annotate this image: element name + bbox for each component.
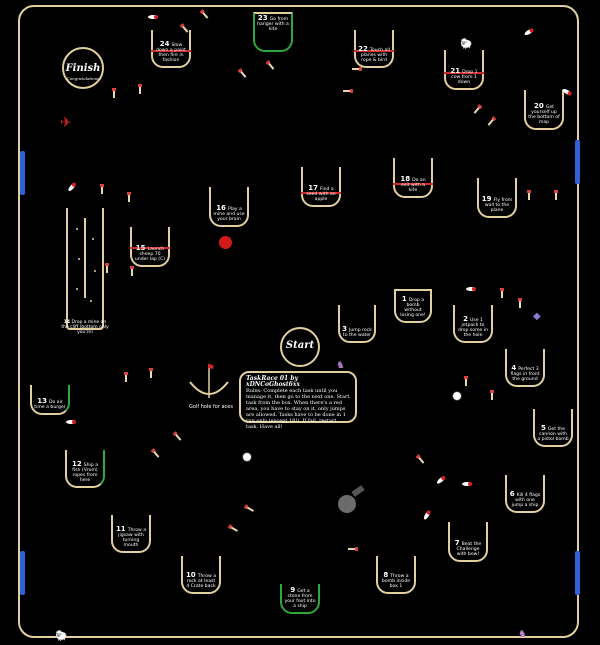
start-title: Start — [285, 340, 315, 351]
right-wall-bar-top — [575, 140, 580, 184]
left-wall-bar-top — [20, 151, 25, 195]
dart-icon — [138, 84, 142, 94]
soccer-ball-icon — [242, 452, 252, 462]
dart-icon — [149, 368, 153, 378]
bird-icon: ✈ — [60, 115, 72, 131]
dart-icon — [130, 266, 134, 276]
start-circle — [280, 327, 320, 367]
rules-panel: TaskRace 01 by xDNCoGhost6xx Rules: Comp… — [239, 371, 357, 430]
dart-icon — [464, 376, 468, 386]
bomb-cannon-icon — [338, 495, 356, 513]
dart-icon — [554, 190, 558, 200]
rules-body: Rules: Complete each task until you mana… — [246, 388, 350, 430]
dart-icon — [490, 390, 494, 400]
dart-icon — [518, 298, 522, 308]
dart-icon — [105, 263, 109, 273]
dart-icon — [112, 88, 116, 98]
arena-border — [18, 5, 579, 638]
sheep-icon: 🐑 — [55, 631, 68, 642]
bird-icon: ◆ — [533, 311, 541, 322]
dart-icon — [348, 548, 356, 550]
right-wall-bar-bottom — [575, 551, 580, 595]
golf-hole — [189, 366, 229, 398]
tube-peg — [78, 258, 80, 260]
dart-icon — [127, 192, 131, 202]
golf-flag-icon: ⚑ — [206, 363, 215, 374]
feather-icon — [466, 287, 476, 291]
sheep-icon: 🐑 — [460, 39, 473, 50]
rules-title: TaskRace 01 by xDNCoGhost6xx — [246, 375, 301, 388]
finish-circle — [62, 47, 104, 89]
dart-icon — [343, 90, 351, 92]
feather-icon — [148, 15, 158, 19]
finish-title: Finish — [65, 63, 101, 74]
apple-icon — [219, 236, 232, 249]
finish-subtitle: Congratulations — [66, 76, 100, 81]
tube-container — [66, 208, 104, 330]
tube-divider — [84, 218, 86, 298]
golf-label: Golf hole for aces — [189, 404, 233, 410]
dart-icon — [527, 190, 531, 200]
tube-peg — [90, 300, 92, 302]
tube-peg — [94, 270, 96, 272]
feather-icon — [66, 420, 76, 424]
dart-icon — [124, 372, 128, 382]
tube-peg — [92, 238, 94, 240]
worm-icon: ♞ — [336, 360, 345, 371]
task-14-label: 14 Drop a mine on the cliff (bottom only… — [61, 320, 109, 335]
feather-icon — [462, 482, 472, 486]
dart-icon — [500, 288, 504, 298]
left-wall-bar-bottom — [20, 551, 25, 595]
tube-peg — [76, 228, 78, 230]
dart-icon — [352, 68, 360, 70]
soccer-ball-icon — [452, 391, 462, 401]
worm-icon: ♞ — [518, 629, 527, 640]
tube-peg — [76, 288, 78, 290]
dart-icon — [100, 184, 104, 194]
